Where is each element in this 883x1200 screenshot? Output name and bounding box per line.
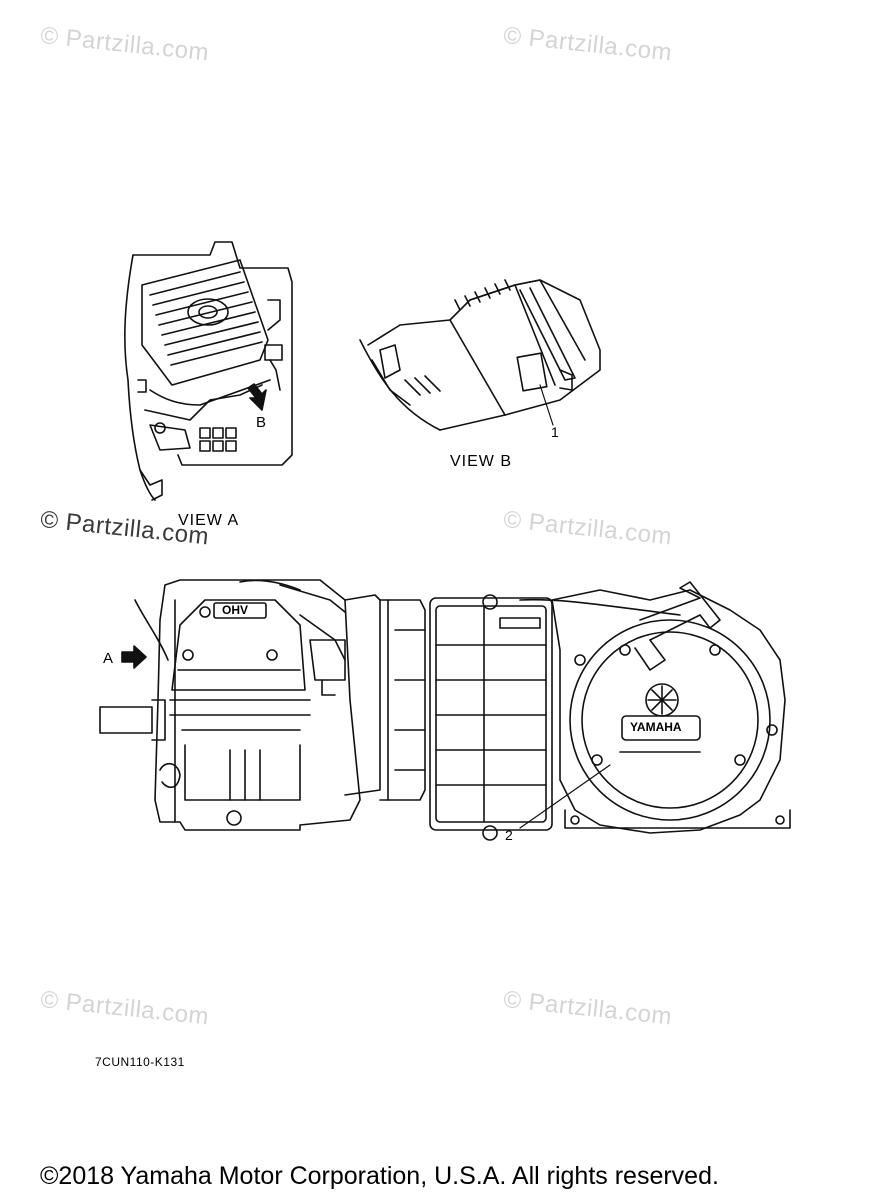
copyright-notice: ©2018 Yamaha Motor Corporation, U.S.A. A… [40, 1162, 719, 1190]
engine-main-view [99, 579, 791, 841]
view-a-label: VIEW A [178, 512, 240, 529]
arrow-b-label: B [256, 414, 267, 431]
callout-2: 2 [505, 827, 513, 843]
exploded-parts-diagram [99, 241, 791, 841]
arrow-a-label: A [103, 650, 114, 667]
view-a-detail [124, 241, 293, 501]
view-b-label: VIEW B [450, 453, 513, 470]
yamaha-logo-text: YAMAHA [630, 720, 682, 734]
ohv-marking: OHV [222, 603, 249, 617]
diagram-code: 7CUN110-K131 [95, 1055, 185, 1069]
view-b-detail [359, 279, 601, 431]
callout-1: 1 [551, 424, 559, 440]
